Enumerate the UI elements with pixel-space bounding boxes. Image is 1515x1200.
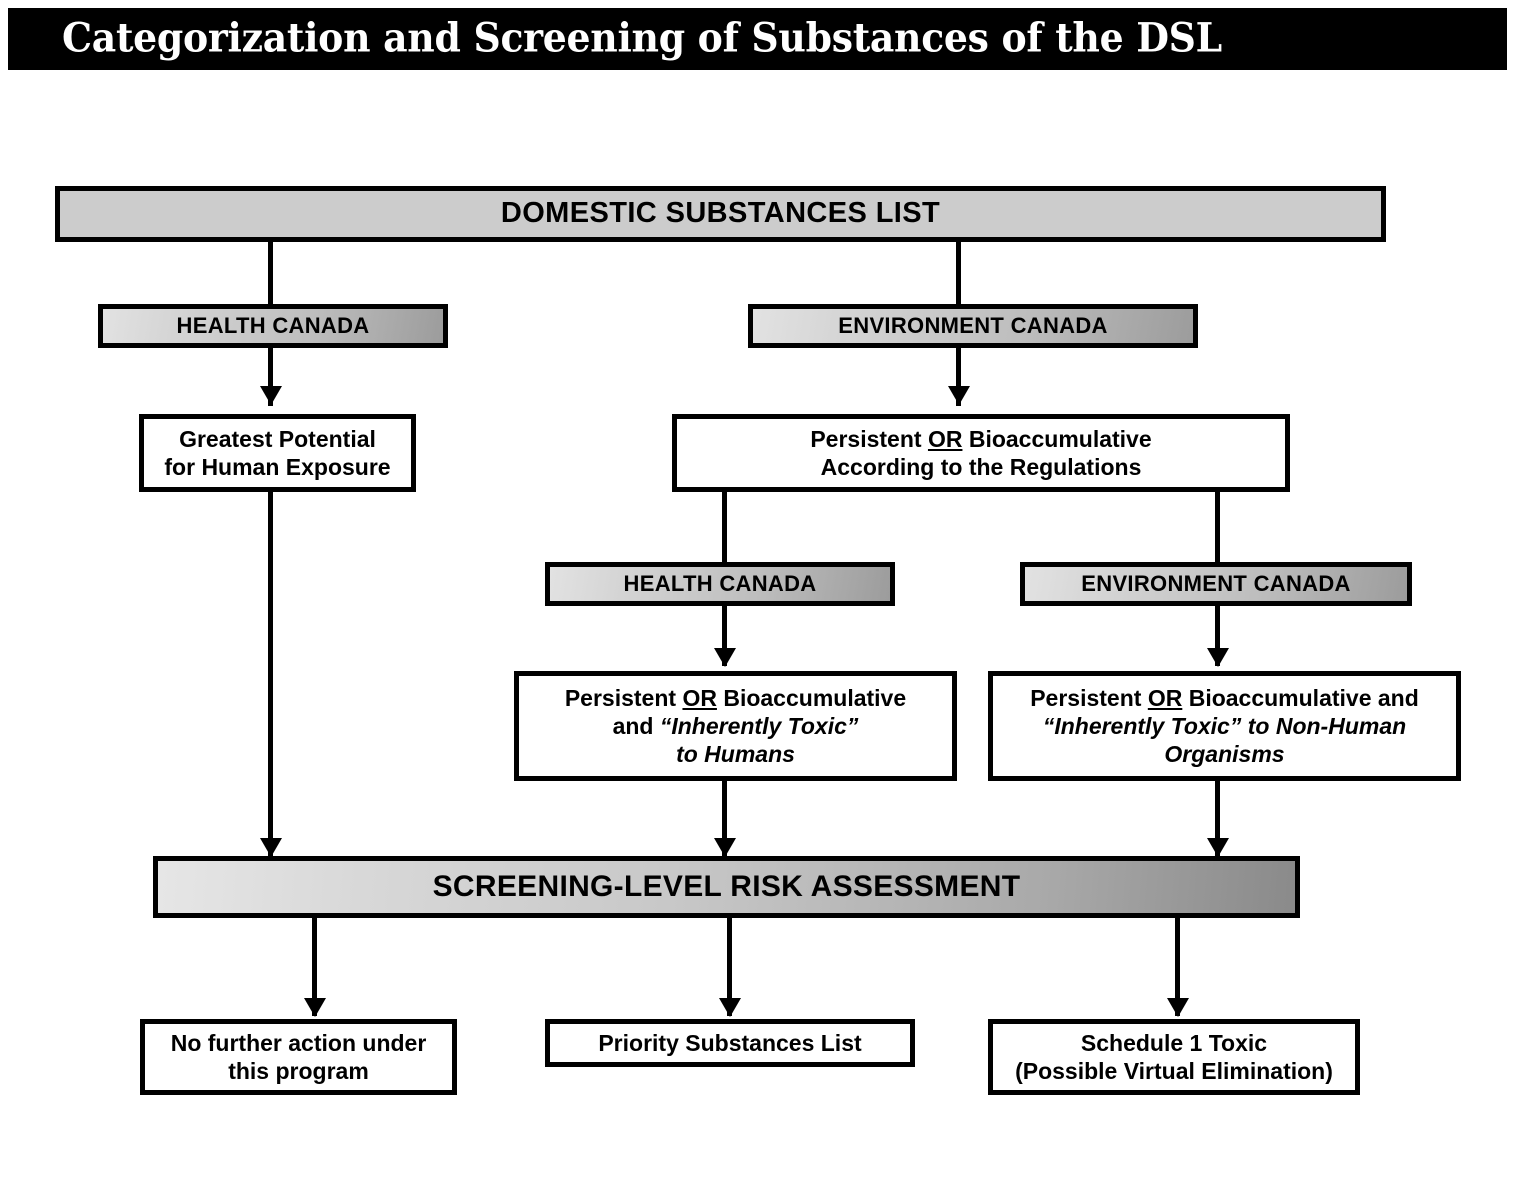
node-label-line1-part2: Bioaccumulative and bbox=[1182, 684, 1419, 711]
node-label-line1: Greatest Potential bbox=[179, 425, 376, 452]
arrowhead-it-humans bbox=[714, 648, 736, 667]
node-label-or: OR bbox=[1147, 684, 1183, 711]
node-health-canada-mid[interactable]: HEALTH CANADA bbox=[545, 562, 895, 606]
connector-dsl-to-environment-canada bbox=[956, 238, 961, 310]
node-label-line1: Schedule 1 Toxic bbox=[1080, 1029, 1268, 1056]
node-label-or: OR bbox=[927, 425, 963, 452]
arrowhead-greatest-potential bbox=[260, 386, 282, 405]
connector-screening-to-priority-substances-list bbox=[727, 918, 732, 1016]
connector-environment-canada-to-persistent-regs bbox=[956, 344, 961, 406]
node-priority-substances-list[interactable]: Priority Substances List bbox=[545, 1019, 915, 1067]
node-label-inherently-toxic: “Inherently Toxic” bbox=[659, 712, 859, 739]
node-label-line1-part2: Bioaccumulative bbox=[716, 684, 907, 711]
node-persistent-or-bioaccumulative-regulations[interactable]: Persistent OR Bioaccumulative According … bbox=[672, 414, 1290, 492]
connector-greatest-potential-to-screening bbox=[268, 492, 273, 864]
node-label-line1: No further action under bbox=[170, 1029, 427, 1056]
node-screening-level-risk-assessment[interactable]: SCREENING-LEVEL RISK ASSESSMENT bbox=[153, 856, 1300, 918]
node-label-line2: According to the Regulations bbox=[820, 454, 1142, 480]
connector-screening-to-schedule-1-toxic bbox=[1175, 918, 1180, 1016]
page-title: Categorization and Screening of Substanc… bbox=[62, 14, 1222, 62]
node-label-line2: this program bbox=[228, 1058, 369, 1084]
arrowhead-schedule-1-toxic bbox=[1167, 998, 1189, 1017]
node-label-line3: to Humans bbox=[676, 741, 795, 768]
node-label-line1-part1: Persistent bbox=[810, 425, 928, 452]
node-label: Greatest Potential for Human Exposure bbox=[158, 425, 396, 481]
connector-persistent-regs-to-health-canada-mid bbox=[722, 488, 727, 570]
arrowhead-persistent-regs bbox=[948, 386, 970, 405]
node-label: Schedule 1 Toxic (Possible Virtual Elimi… bbox=[1009, 1029, 1339, 1085]
connector-it-humans-to-screening bbox=[722, 781, 727, 864]
connector-health-canada-mid-to-it-humans bbox=[722, 604, 727, 666]
node-domestic-substances-list[interactable]: DOMESTIC SUBSTANCES LIST bbox=[55, 186, 1386, 242]
node-environment-canada-mid[interactable]: ENVIRONMENT CANADA bbox=[1020, 562, 1412, 606]
node-label: Priority Substances List bbox=[598, 1029, 862, 1056]
node-label-line2: (Possible Virtual Elimination) bbox=[1015, 1058, 1333, 1084]
node-label: SCREENING-LEVEL RISK ASSESSMENT bbox=[432, 869, 1021, 903]
node-label: ENVIRONMENT CANADA bbox=[1081, 570, 1351, 596]
connector-environment-canada-mid-to-it-nonhuman bbox=[1215, 604, 1220, 666]
node-label: Persistent OR Bioaccumulative and “Inher… bbox=[559, 684, 912, 768]
arrowhead-it-nonhuman bbox=[1207, 648, 1229, 667]
arrowhead-screening-from-greatest-potential bbox=[260, 838, 282, 857]
arrowhead-screening-from-it-nonhuman bbox=[1207, 838, 1229, 857]
node-label: HEALTH CANADA bbox=[176, 312, 370, 338]
node-inherently-toxic-to-non-human-organisms[interactable]: Persistent OR Bioaccumulative and “Inher… bbox=[988, 671, 1461, 781]
node-label-line1-part1: Persistent bbox=[564, 684, 683, 711]
connector-it-nonhuman-to-screening bbox=[1215, 781, 1220, 864]
arrowhead-priority-substances-list bbox=[719, 998, 741, 1017]
node-label-line2-part1: and bbox=[612, 712, 660, 739]
arrowhead-screening-from-it-humans bbox=[714, 838, 736, 857]
arrowhead-no-action bbox=[304, 998, 326, 1017]
connector-health-canada-to-greatest-potential bbox=[268, 344, 273, 406]
connector-dsl-to-health-canada bbox=[268, 238, 273, 310]
node-label: No further action under this program bbox=[165, 1029, 433, 1085]
node-environment-canada-top[interactable]: ENVIRONMENT CANADA bbox=[748, 304, 1198, 348]
node-label: Persistent OR Bioaccumulative According … bbox=[804, 425, 1157, 481]
node-label: HEALTH CANADA bbox=[623, 570, 817, 596]
connector-screening-to-no-action bbox=[312, 918, 317, 1016]
node-label: ENVIRONMENT CANADA bbox=[838, 312, 1108, 338]
node-schedule-1-toxic[interactable]: Schedule 1 Toxic (Possible Virtual Elimi… bbox=[988, 1019, 1360, 1095]
node-health-canada-top[interactable]: HEALTH CANADA bbox=[98, 304, 448, 348]
node-label-or: OR bbox=[682, 684, 717, 711]
node-label-line2: “Inherently Toxic” to Non-Human bbox=[1042, 712, 1407, 739]
title-banner: Categorization and Screening of Substanc… bbox=[8, 8, 1507, 70]
node-greatest-potential-for-human-exposure[interactable]: Greatest Potential for Human Exposure bbox=[139, 414, 416, 492]
node-label: Persistent OR Bioaccumulative and “Inher… bbox=[1024, 684, 1425, 768]
node-inherently-toxic-to-humans[interactable]: Persistent OR Bioaccumulative and “Inher… bbox=[514, 671, 957, 781]
node-label-line3: Organisms bbox=[1164, 741, 1285, 768]
node-label: DOMESTIC SUBSTANCES LIST bbox=[500, 197, 941, 230]
connector-persistent-regs-to-environment-canada-mid bbox=[1215, 488, 1220, 570]
node-label-line1-part2: Bioaccumulative bbox=[962, 425, 1152, 452]
node-label-line2: for Human Exposure bbox=[164, 454, 391, 480]
node-no-further-action[interactable]: No further action under this program bbox=[140, 1019, 457, 1095]
node-label-line1-part1: Persistent bbox=[1030, 684, 1148, 711]
